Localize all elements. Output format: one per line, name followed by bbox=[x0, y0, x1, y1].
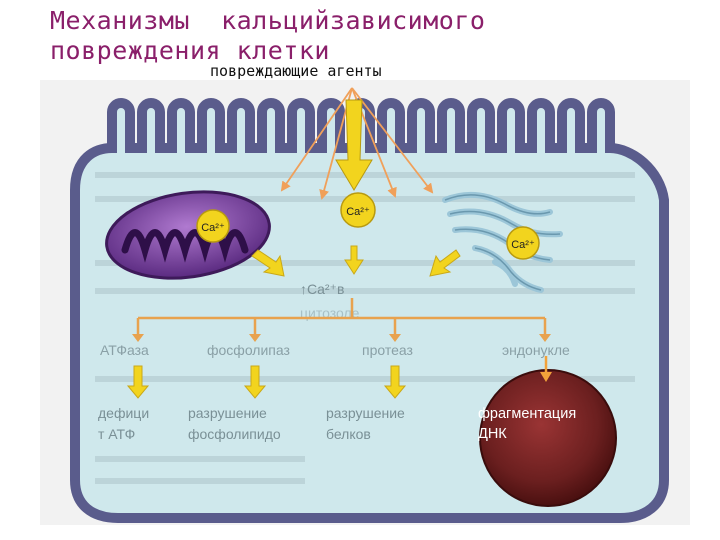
ion-label: Ca²⁺ bbox=[511, 239, 535, 251]
result-protein-line1: разрушение bbox=[326, 405, 405, 421]
result-protein-line2: белков bbox=[326, 426, 371, 442]
branch-label-atpase: АТФаза bbox=[100, 342, 149, 358]
result-phospholipid-line2: фосфолипидо bbox=[188, 426, 281, 442]
dna-fragmentation-label: фрагментация ДНК bbox=[478, 404, 618, 444]
ion-label: Ca²⁺ bbox=[201, 222, 225, 234]
branch-label-protease: протеаз bbox=[362, 342, 413, 358]
result-atp-line2: т АТФ bbox=[98, 426, 135, 442]
calcium-ion-cytoplasm: Ca²⁺ bbox=[341, 193, 375, 227]
cytosol-label: ↑Ca²⁺в bbox=[300, 281, 344, 297]
branch-label-phospholipase: фосфолипаз bbox=[207, 342, 290, 358]
branch-label-endonuclease: эндонукле bbox=[502, 342, 570, 358]
calcium-ion-er: Ca²⁺ bbox=[507, 227, 539, 259]
result-atp-line1: дефици bbox=[98, 405, 149, 421]
dna-fragmentation-line2: ДНК bbox=[478, 424, 618, 444]
dna-fragmentation-line1: фрагментация bbox=[478, 404, 618, 424]
calcium-ion-mitochondrion: Ca²⁺ bbox=[197, 210, 229, 242]
result-phospholipid-line1: разрушение bbox=[188, 405, 267, 421]
ion-label: Ca²⁺ bbox=[346, 206, 370, 218]
